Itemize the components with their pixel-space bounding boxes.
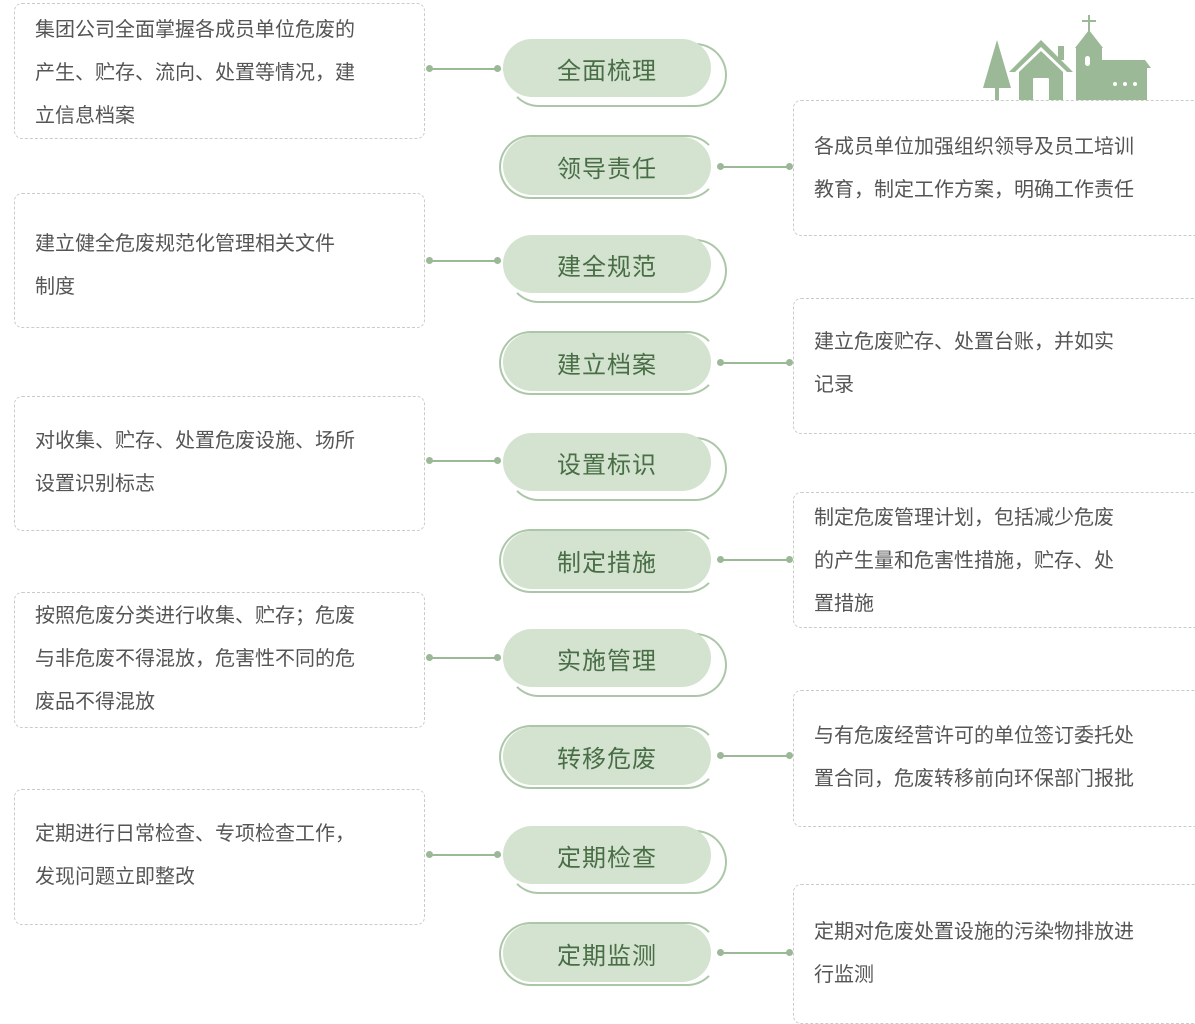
step-node: 制定措施 — [499, 529, 725, 597]
village-house-church-icon — [983, 15, 1151, 100]
description-box: 建立危废贮存、处置台账，并如实 记录 — [793, 298, 1195, 434]
step-node: 定期检查 — [503, 826, 727, 894]
description-box: 各成员单位加强组织领导及员工培训 教育，制定工作方案，明确工作责任 — [793, 100, 1195, 236]
description-line: 置措施 — [814, 591, 874, 615]
description-box: 定期进行日常检查、专项检查工作， 发现问题立即整改 — [14, 789, 425, 925]
description-line: 设置识别标志 — [35, 471, 155, 495]
step-ring — [499, 135, 719, 199]
connector-dot — [786, 949, 793, 956]
step-label: 建立档案 — [503, 333, 711, 391]
description-line: 教育，制定工作方案，明确工作责任 — [814, 177, 1134, 201]
step-node: 建全规范 — [503, 235, 727, 303]
description-line: 对收集、贮存、处置危废设施、场所 — [35, 428, 355, 452]
description-box: 定期对危废处置设施的污染物排放进 行监测 — [793, 884, 1195, 1024]
step-label: 设置标识 — [503, 433, 711, 491]
connector-line — [429, 460, 501, 462]
step-label: 领导责任 — [503, 137, 711, 195]
connector-dot — [494, 65, 501, 72]
connector-dot — [786, 556, 793, 563]
step-ring — [499, 331, 719, 395]
step-node: 转移危废 — [499, 725, 725, 793]
connector-line — [429, 854, 501, 856]
description-line: 行监测 — [814, 962, 874, 986]
step-label: 制定措施 — [503, 531, 711, 589]
description-line: 定期进行日常检查、专项检查工作， — [35, 821, 355, 845]
connector-dot — [494, 654, 501, 661]
connector-line — [720, 952, 790, 954]
description-line: 发现问题立即整改 — [35, 864, 195, 888]
connector-dot — [786, 163, 793, 170]
connector-dot — [786, 752, 793, 759]
connector-line — [429, 68, 501, 70]
description-line: 产生、贮存、流向、处置等情况，建 — [35, 60, 355, 84]
description-line: 记录 — [814, 372, 854, 396]
connector-line — [720, 559, 790, 561]
step-ring — [499, 725, 719, 789]
description-line: 制度 — [35, 274, 75, 298]
connector-line — [429, 260, 501, 262]
step-node: 领导责任 — [499, 135, 725, 203]
step-label: 实施管理 — [503, 629, 711, 687]
step-node: 全面梳理 — [503, 39, 727, 107]
description-line: 建立健全危废规范化管理相关文件 — [35, 231, 335, 255]
description-line: 定期对危废处置设施的污染物排放进 — [814, 919, 1134, 943]
description-line: 立信息档案 — [35, 103, 135, 127]
step-node: 建立档案 — [499, 331, 725, 399]
step-node: 设置标识 — [503, 433, 727, 501]
step-node: 定期监测 — [499, 922, 725, 990]
connector-dot — [494, 257, 501, 264]
description-box: 集团公司全面掌握各成员单位危废的 产生、贮存、流向、处置等情况，建 立信息档案 — [14, 3, 425, 139]
connector-line — [720, 362, 790, 364]
description-box: 对收集、贮存、处置危废设施、场所 设置识别标志 — [14, 396, 425, 531]
connector-line — [720, 166, 790, 168]
connector-dot — [786, 359, 793, 366]
step-ring — [499, 922, 719, 986]
connector-line — [720, 755, 790, 757]
description-line: 与非危废不得混放，危害性不同的危 — [35, 646, 355, 670]
description-line: 集团公司全面掌握各成员单位危废的 — [35, 17, 355, 41]
connector-line — [429, 657, 501, 659]
description-line: 各成员单位加强组织领导及员工培训 — [814, 134, 1134, 158]
description-line: 建立危废贮存、处置台账，并如实 — [814, 329, 1114, 353]
step-label: 定期检查 — [503, 826, 711, 884]
step-label: 全面梳理 — [503, 39, 711, 97]
connector-dot — [494, 457, 501, 464]
step-label: 转移危废 — [503, 727, 711, 785]
step-label: 定期监测 — [503, 924, 711, 982]
description-line: 废品不得混放 — [35, 689, 155, 713]
description-box: 按照危废分类进行收集、贮存；危废 与非危废不得混放，危害性不同的危 废品不得混放 — [14, 592, 425, 728]
description-box: 制定危废管理计划，包括减少危废 的产生量和危害性措施，贮存、处 置措施 — [793, 492, 1195, 628]
description-box: 建立健全危废规范化管理相关文件 制度 — [14, 193, 425, 328]
connector-dot — [494, 851, 501, 858]
description-line: 与有危废经营许可的单位签订委托处 — [814, 723, 1134, 747]
description-line: 按照危废分类进行收集、贮存；危废 — [35, 603, 355, 627]
description-line: 置合同，危废转移前向环保部门报批 — [814, 766, 1134, 790]
description-box: 与有危废经营许可的单位签订委托处 置合同，危废转移前向环保部门报批 — [793, 690, 1195, 827]
step-ring — [499, 529, 719, 593]
description-line: 的产生量和危害性措施，贮存、处 — [814, 548, 1114, 572]
step-label: 建全规范 — [503, 235, 711, 293]
description-line: 制定危废管理计划，包括减少危废 — [814, 505, 1114, 529]
step-node: 实施管理 — [503, 629, 727, 697]
